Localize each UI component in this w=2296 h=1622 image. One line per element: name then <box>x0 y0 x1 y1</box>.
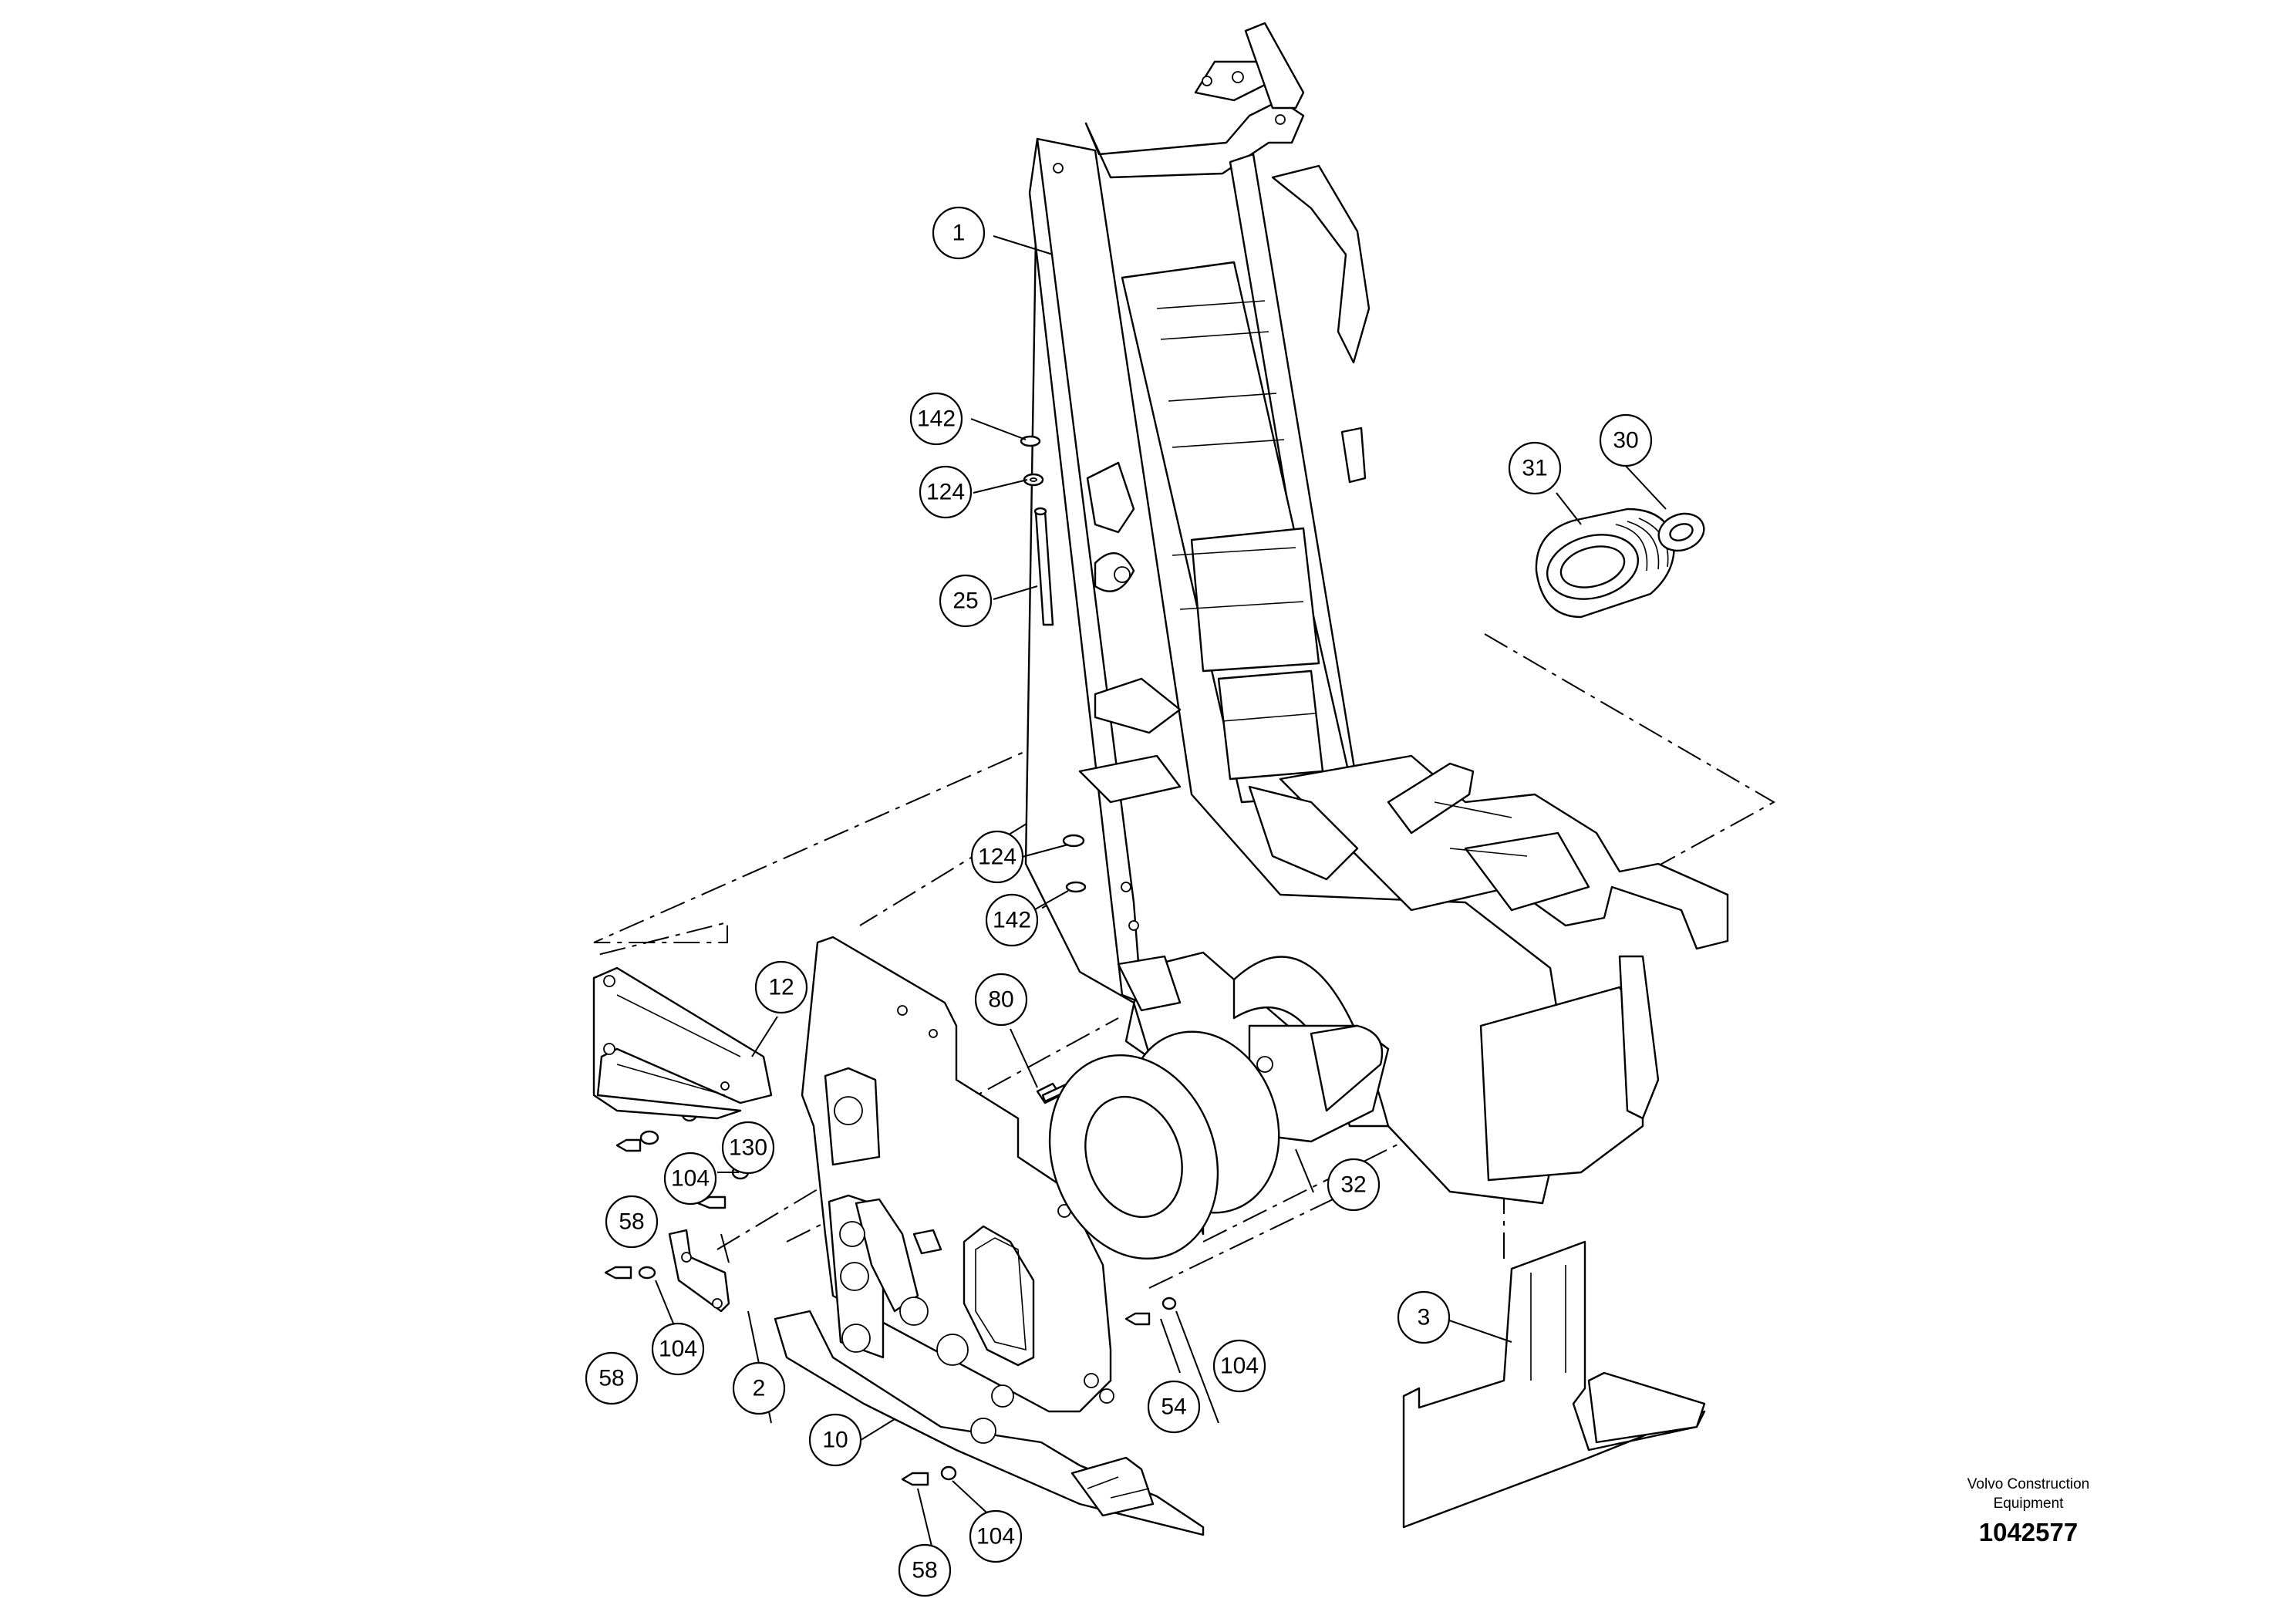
svg-text:142: 142 <box>993 908 1031 933</box>
svg-text:142: 142 <box>917 406 956 432</box>
drive-motor-32 <box>1048 1024 1390 1260</box>
callout-32: 32 <box>1327 1158 1381 1212</box>
document-number: 1042577 <box>1978 1518 2079 1546</box>
callout-142: 142 <box>985 893 1039 947</box>
callout-142: 142 <box>909 392 963 446</box>
callout-58: 58 <box>585 1351 639 1405</box>
brand-line-2: Equipment <box>1993 1496 2064 1512</box>
callout-58: 58 <box>605 1195 659 1249</box>
svg-text:58: 58 <box>619 1209 644 1235</box>
callout-80: 80 <box>974 973 1028 1027</box>
callout-30: 30 <box>1599 413 1653 467</box>
svg-text:10: 10 <box>822 1428 848 1453</box>
callout-124: 124 <box>970 830 1024 884</box>
guard-plate-3 <box>1402 1240 1706 1529</box>
pulley-and-ring <box>1535 508 1705 619</box>
callout-104: 104 <box>663 1152 717 1206</box>
svg-text:25: 25 <box>952 588 978 614</box>
svg-text:80: 80 <box>988 987 1013 1013</box>
svg-text:31: 31 <box>1522 456 1547 481</box>
callout-58: 58 <box>898 1543 952 1597</box>
clip-bracket-2 <box>668 1229 730 1313</box>
main-frame <box>1024 22 1729 1236</box>
svg-text:124: 124 <box>926 480 965 505</box>
svg-text:104: 104 <box>1220 1354 1259 1379</box>
callout-104: 104 <box>969 1509 1023 1563</box>
callout-130: 130 <box>721 1121 775 1175</box>
brand-line-1: Volvo Construction <box>1967 1476 2090 1492</box>
callout-3: 3 <box>1397 1290 1451 1344</box>
svg-text:104: 104 <box>659 1337 697 1362</box>
brand-label: Volvo Construction Equipment <box>1913 1475 2144 1513</box>
svg-text:3: 3 <box>1418 1305 1431 1330</box>
callout-1: 1 <box>932 206 986 260</box>
callout-104: 104 <box>1212 1339 1266 1393</box>
callout-12: 12 <box>754 960 808 1014</box>
callout-124: 124 <box>919 465 973 519</box>
bracket-12 <box>592 966 773 1120</box>
side-panel-10 <box>774 936 1205 1536</box>
callout-10: 10 <box>808 1413 862 1467</box>
svg-text:32: 32 <box>1340 1172 1366 1198</box>
svg-text:104: 104 <box>671 1166 710 1192</box>
svg-text:58: 58 <box>912 1558 937 1583</box>
svg-text:1: 1 <box>952 221 966 246</box>
svg-text:130: 130 <box>729 1135 767 1161</box>
svg-text:104: 104 <box>976 1524 1015 1549</box>
svg-text:124: 124 <box>978 845 1017 870</box>
callout-54: 54 <box>1147 1380 1201 1434</box>
svg-text:30: 30 <box>1613 428 1638 454</box>
callout-25: 25 <box>939 574 993 628</box>
callout-31: 31 <box>1508 441 1562 495</box>
callout-104: 104 <box>651 1322 705 1376</box>
svg-text:58: 58 <box>598 1366 624 1391</box>
svg-text:12: 12 <box>768 975 794 1000</box>
callout-2: 2 <box>732 1361 786 1415</box>
svg-text:2: 2 <box>753 1376 766 1401</box>
svg-text:54: 54 <box>1161 1394 1186 1420</box>
